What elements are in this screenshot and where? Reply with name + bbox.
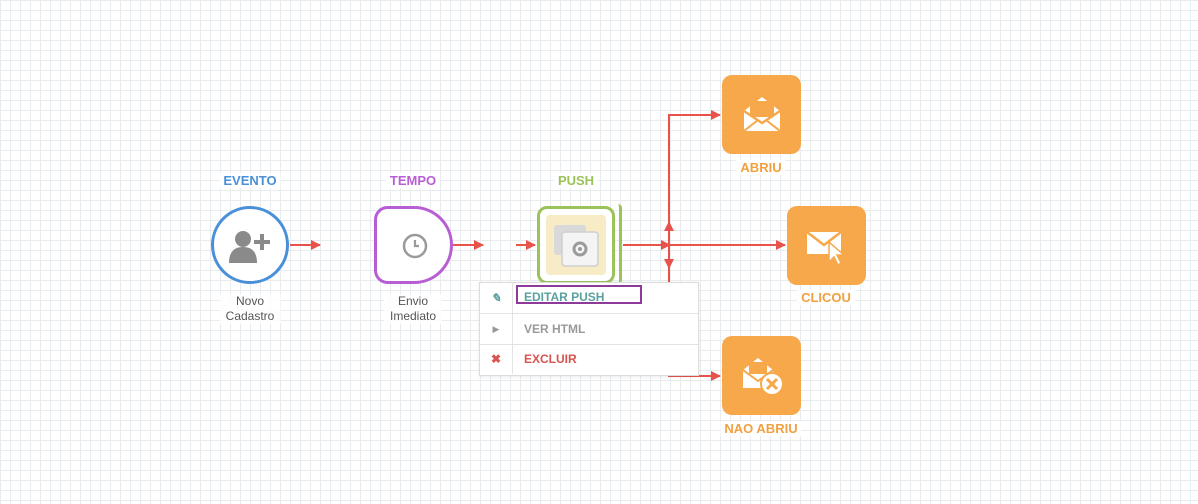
click-envelope-icon [806, 231, 847, 266]
clicou-title: CLICOU [797, 290, 855, 305]
menu-icon-cell: ▶ [480, 314, 513, 344]
pencil-icon: ✎ [490, 291, 502, 305]
menu-item-label: VER HTML [524, 322, 586, 336]
tempo-subtitle-line1: Envio [397, 294, 429, 308]
menu-icon-cell: ✖ [480, 344, 513, 374]
unopened-envelope-icon [742, 358, 784, 396]
menu-item-editar-push[interactable]: ✎ EDITAR PUSH [480, 283, 698, 314]
naoabriu-title: NAO ABRIU [720, 421, 802, 436]
naoabriu-node[interactable] [722, 336, 801, 415]
close-icon: ✖ [490, 352, 502, 366]
push-context-menu: ✎ EDITAR PUSH ▶ VER HTML ✖ EXCLUIR [479, 282, 699, 376]
menu-item-excluir[interactable]: ✖ EXCLUIR [480, 344, 698, 374]
user-add-icon [229, 231, 270, 263]
evento-node[interactable] [211, 206, 289, 284]
menu-item-label: EDITAR PUSH [524, 290, 605, 304]
tempo-node[interactable] [374, 206, 453, 284]
evento-subtitle: Novo Cadastro [219, 294, 281, 324]
connector-push-abriu [668, 110, 721, 245]
evento-subtitle-line1: Novo [235, 294, 265, 308]
evento-title: EVENTO [219, 173, 281, 188]
push-node[interactable] [537, 206, 615, 284]
tempo-title: TEMPO [385, 173, 441, 188]
play-icon: ▶ [492, 323, 500, 334]
abriu-title: ABRIU [736, 160, 786, 175]
menu-icon-cell: ✎ [480, 283, 513, 313]
menu-item-ver-html[interactable]: ▶ VER HTML [480, 314, 698, 345]
abriu-node[interactable] [722, 75, 801, 154]
push-stack-border [618, 204, 622, 284]
clicou-node[interactable] [787, 206, 866, 285]
open-envelope-icon [743, 97, 781, 132]
menu-selection-outline [516, 285, 642, 304]
menu-item-label: EXCLUIR [524, 352, 577, 366]
gear-icon [554, 225, 599, 267]
evento-subtitle-line2: Cadastro [225, 309, 275, 323]
clock-icon [402, 233, 428, 259]
push-title: PUSH [553, 173, 599, 188]
tempo-subtitle: Envio Imediato [383, 294, 443, 324]
tempo-subtitle-line2: Imediato [389, 309, 437, 323]
